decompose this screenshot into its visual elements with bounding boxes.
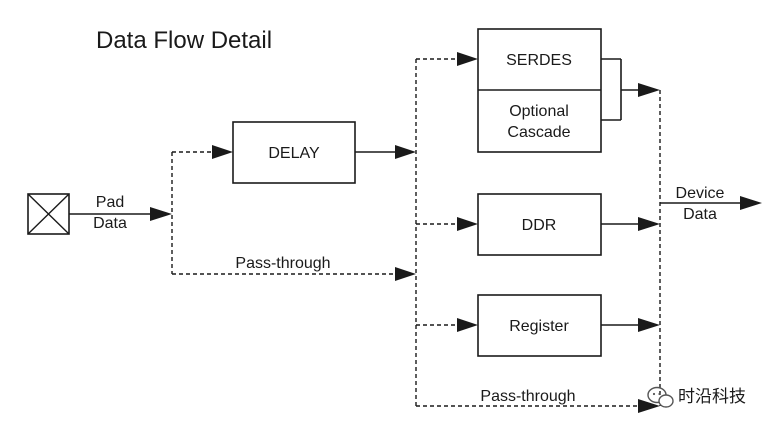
device-data-label-line2: Data xyxy=(683,206,717,223)
pass-through-upper-arrow xyxy=(395,267,416,281)
pass-through-upper-label: Pass-through xyxy=(235,255,330,272)
optional-cascade-label-line1: Optional xyxy=(509,103,569,120)
delay-input-arrow xyxy=(212,145,233,159)
device-data-arrow xyxy=(740,196,762,210)
pad-data-label-line2: Data xyxy=(93,215,127,232)
wechat-logo-icon xyxy=(647,386,674,408)
register-label: Register xyxy=(509,318,569,335)
watermark-text: 时沿科技 xyxy=(678,387,746,406)
register-output-arrow xyxy=(638,318,660,332)
ddr-output-arrow xyxy=(638,217,660,231)
pad-data-label-line1: Pad xyxy=(96,194,124,211)
pad-symbol-icon xyxy=(27,193,70,235)
register-input-arrow xyxy=(457,318,478,332)
ddr-block xyxy=(477,193,602,256)
serdes-label: SERDES xyxy=(506,52,572,69)
serdes-output-arrow xyxy=(638,83,660,97)
ddr-label: DDR xyxy=(522,217,557,234)
delay-block xyxy=(232,121,356,184)
optional-cascade-label-line2: Cascade xyxy=(507,124,570,141)
pad-data-arrow xyxy=(150,207,172,221)
register-block xyxy=(477,294,602,357)
serdes-input-arrow xyxy=(457,52,478,66)
ddr-input-arrow xyxy=(457,217,478,231)
pass-through-lower-label: Pass-through xyxy=(480,388,575,405)
device-data-label-line1: Device xyxy=(676,185,725,202)
delay-output-arrow xyxy=(395,145,416,159)
pass-through-lower-arrow xyxy=(638,399,660,413)
delay-label: DELAY xyxy=(268,145,320,162)
diagram-title: Data Flow Detail xyxy=(96,27,272,54)
